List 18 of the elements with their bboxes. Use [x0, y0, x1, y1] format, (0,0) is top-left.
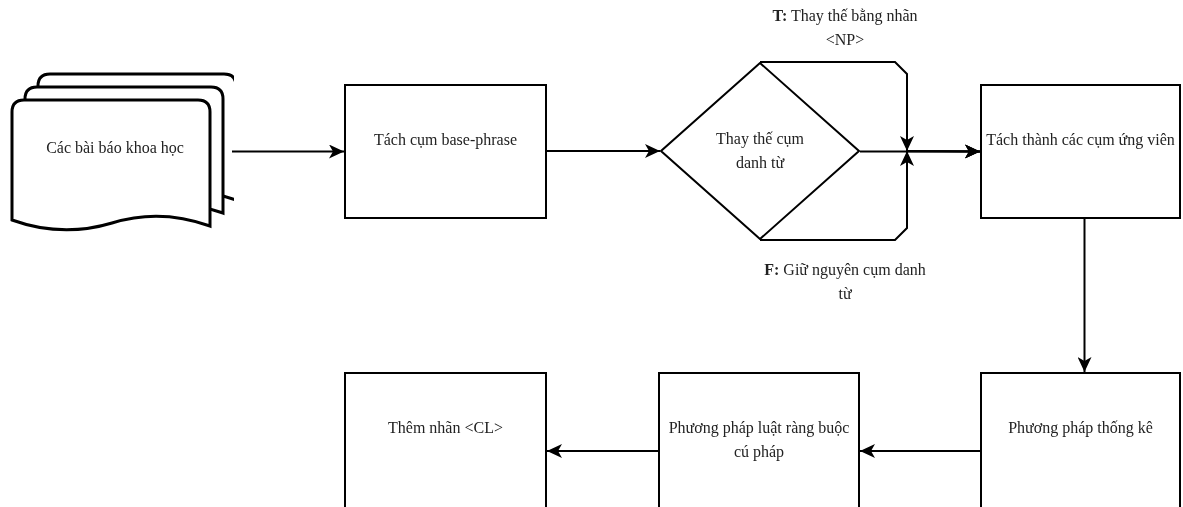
node-text: Phương pháp thống kê	[1007, 418, 1154, 439]
arrow	[231, 144, 345, 159]
node-text: Thay thế cụm danh từ	[715, 129, 805, 173]
arrow	[759, 144, 981, 241]
process-box	[344, 84, 547, 219]
node-text: Thêm nhãn <CL>	[387, 418, 504, 438]
arrow	[546, 444, 659, 458]
process-box	[344, 372, 547, 507]
arrow	[1077, 218, 1092, 373]
node-text: Tách thành các cụm ứng viên	[986, 130, 1175, 151]
arrow	[546, 144, 661, 158]
node-text: Các bài báo khoa học	[46, 138, 184, 158]
process-box	[980, 84, 1181, 219]
process-box	[658, 372, 860, 507]
arrow	[859, 444, 981, 458]
node-text: Tách cụm base-phrase	[372, 130, 518, 151]
node-text: Phương pháp luật ràng buộc cú pháp	[667, 418, 851, 463]
process-box	[980, 372, 1181, 507]
